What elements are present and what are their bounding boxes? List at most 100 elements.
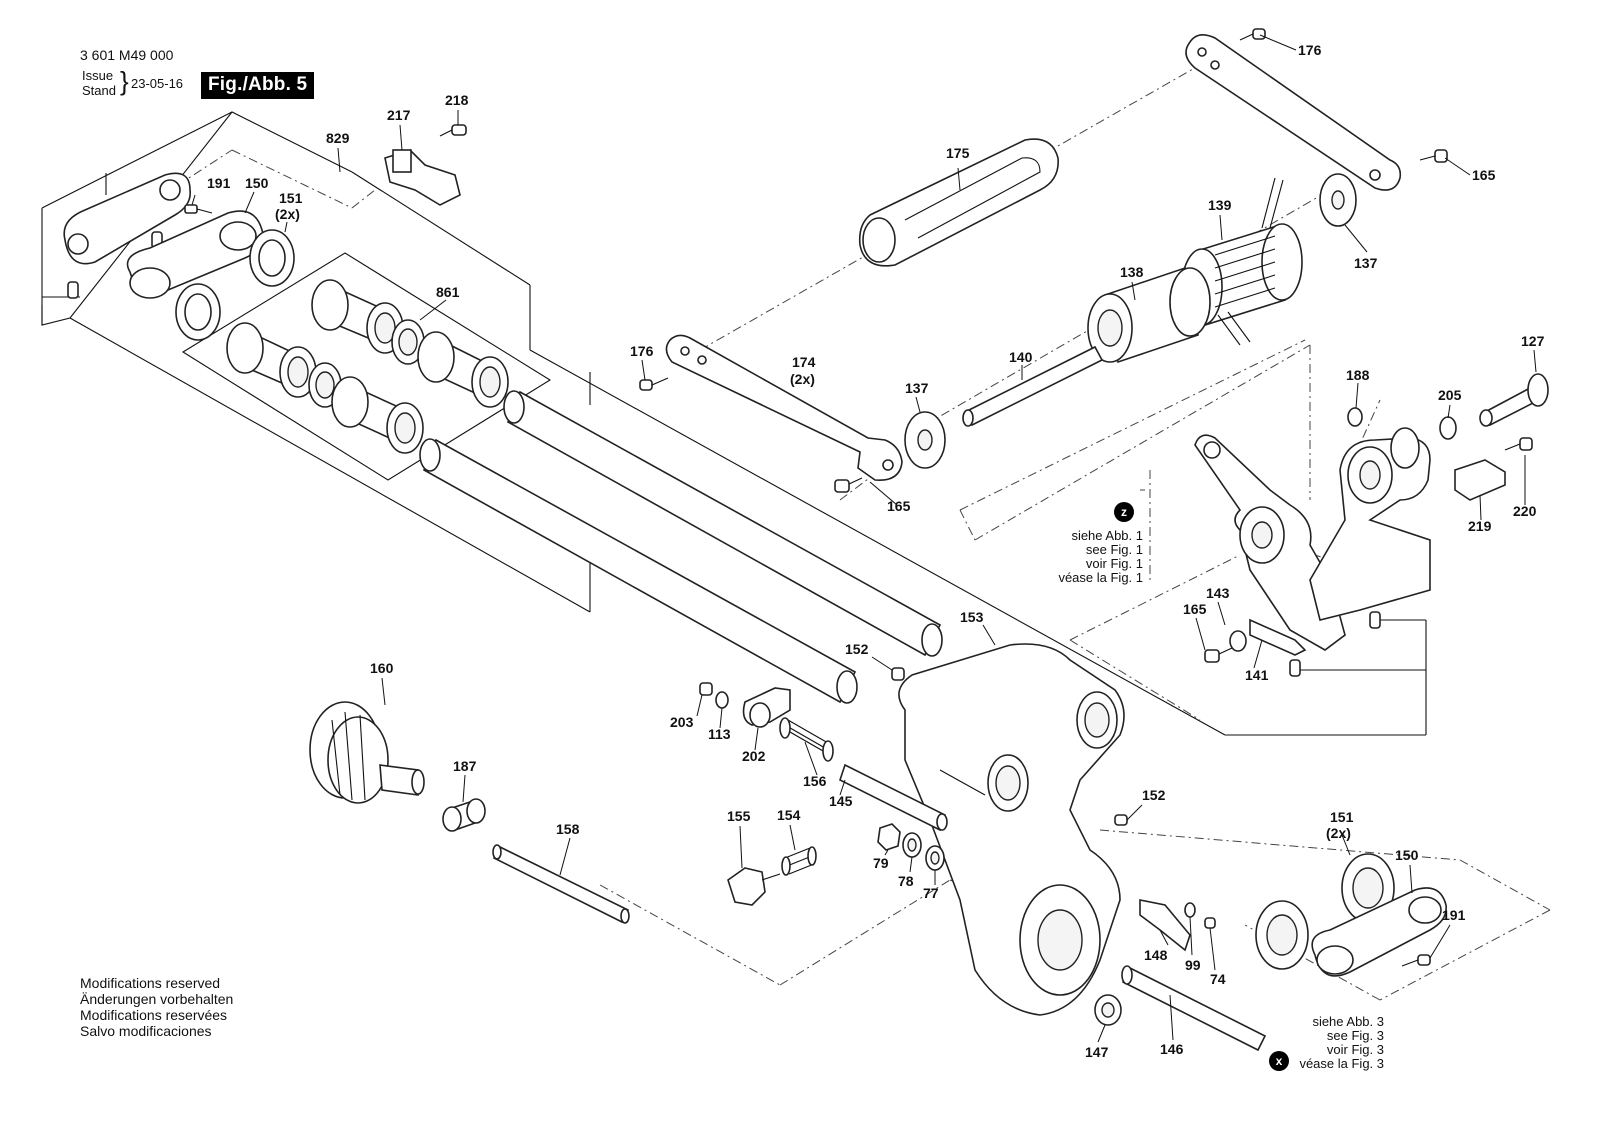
disc-137-top: [1319, 173, 1357, 227]
issue-label: Issue: [82, 68, 114, 83]
issue-bracket: }: [120, 66, 129, 96]
label-202: 202: [742, 748, 766, 764]
label-151-lower-qty: (2x): [1326, 825, 1351, 841]
label-146: 146: [1160, 1041, 1184, 1057]
knob-155: [727, 867, 781, 906]
stand-label: Stand: [82, 83, 116, 98]
label-219: 219: [1468, 518, 1492, 534]
part-labels: 176 165 175 139 137 138 127 140 188 205 …: [207, 42, 1545, 1060]
lever-bracket-right: [1194, 427, 1431, 651]
modifications-es: Salvo modificaciones: [80, 1023, 212, 1039]
label-77: 77: [923, 885, 939, 901]
screw-152-lower: [1114, 814, 1128, 826]
label-151-upper-qty: (2x): [275, 206, 300, 222]
leader-lines: [191, 34, 1537, 1043]
reference-z-text: siehe Abb. 1 see Fig. 1 voir Fig. 1 véas…: [1058, 529, 1143, 585]
washer-77: [925, 845, 945, 871]
label-154: 154: [777, 807, 801, 823]
label-176-mid: 176: [630, 343, 654, 359]
label-143: 143: [1206, 585, 1230, 601]
reference-z-fr: voir Fig. 1: [1085, 556, 1143, 571]
washer-78: [902, 832, 922, 858]
washer-99: [1184, 902, 1196, 918]
bracket-217: [384, 149, 461, 206]
reference-x-text: siehe Abb. 3 see Fig. 3 voir Fig. 3 véas…: [1281, 1015, 1384, 1071]
handle-175: [858, 138, 1059, 267]
pin-158: [492, 844, 630, 924]
reference-z-en: see Fig. 1: [1085, 542, 1143, 557]
screw-220: [1504, 437, 1533, 451]
label-165-mid: 165: [887, 498, 911, 514]
reference-x-es: véase la Fig. 3: [1299, 1056, 1384, 1071]
label-152-upper: 152: [845, 641, 869, 657]
outline-frames: [41, 111, 1427, 736]
label-861: 861: [436, 284, 460, 300]
spring-154: [781, 846, 817, 876]
label-147: 147: [1085, 1044, 1109, 1060]
label-165-top: 165: [1472, 167, 1496, 183]
washers-151-lower: [1255, 853, 1395, 970]
clip-148: [1139, 899, 1191, 952]
label-174-qty: (2x): [790, 371, 815, 387]
screw-165-mid: [834, 477, 863, 493]
label-138: 138: [1120, 264, 1144, 280]
clip-141: [1249, 618, 1307, 656]
label-156: 156: [803, 773, 827, 789]
disc-137-mid: [904, 411, 946, 469]
issue-date: 23-05-16: [131, 76, 184, 91]
lever-202: [742, 687, 791, 728]
housing-153: [898, 643, 1125, 1016]
label-127: 127: [1521, 333, 1545, 349]
screw-218: [439, 124, 467, 137]
label-188: 188: [1346, 367, 1370, 383]
label-145: 145: [829, 793, 853, 809]
label-152-lower: 152: [1142, 787, 1166, 803]
reference-z-es: véase la Fig. 1: [1058, 570, 1143, 585]
knob-160: [309, 701, 425, 804]
ring-205: [1439, 416, 1457, 440]
label-141: 141: [1245, 667, 1269, 683]
label-155: 155: [727, 808, 751, 824]
marker-x-letter: x: [1276, 1054, 1283, 1068]
nut-203: [699, 682, 713, 696]
screw-176-mid: [639, 377, 669, 391]
label-191-upper: 191: [207, 175, 231, 191]
shaft-140: [962, 345, 1104, 427]
label-137-mid: 137: [905, 380, 929, 396]
plate-150-lower: [1311, 887, 1447, 977]
modifications-fr: Modifications reservées: [80, 1007, 228, 1023]
label-176-top: 176: [1298, 42, 1322, 58]
washer-151-upper: [175, 229, 295, 341]
reference-x-en: see Fig. 3: [1326, 1028, 1384, 1043]
pin-145: [839, 763, 948, 832]
label-174: 174: [792, 354, 816, 370]
label-217: 217: [387, 107, 411, 123]
pins-small-right: [1289, 611, 1381, 677]
label-220: 220: [1513, 503, 1537, 519]
label-150-upper: 150: [245, 175, 269, 191]
label-191-lower: 191: [1442, 907, 1466, 923]
modifications-de: Änderungen vorbehalten: [80, 991, 234, 1007]
arm-176-upper: [1185, 34, 1402, 191]
bushing-187: [442, 798, 486, 832]
arm-174: [665, 334, 903, 481]
label-139: 139: [1208, 197, 1232, 213]
label-78: 78: [898, 873, 914, 889]
plate-150-upper: [126, 210, 264, 299]
label-160: 160: [370, 660, 394, 676]
label-205: 205: [1438, 387, 1462, 403]
link-arm-upper-left: [63, 172, 192, 299]
bolt-127: [1479, 373, 1549, 427]
nut-79: [877, 823, 901, 851]
label-99: 99: [1185, 957, 1201, 973]
reference-x-de: siehe Abb. 3: [1312, 1014, 1384, 1029]
reference-x-fr: voir Fig. 3: [1326, 1042, 1384, 1057]
screw-176-top: [1239, 28, 1266, 41]
label-165-lower: 165: [1183, 601, 1207, 617]
label-113: 113: [708, 726, 731, 742]
marker-z-letter: z: [1121, 505, 1127, 519]
modifications-note: Modifications reserved Änderungen vorbeh…: [80, 975, 233, 1039]
screw-191-lower: [1401, 954, 1431, 967]
label-175: 175: [946, 145, 970, 161]
